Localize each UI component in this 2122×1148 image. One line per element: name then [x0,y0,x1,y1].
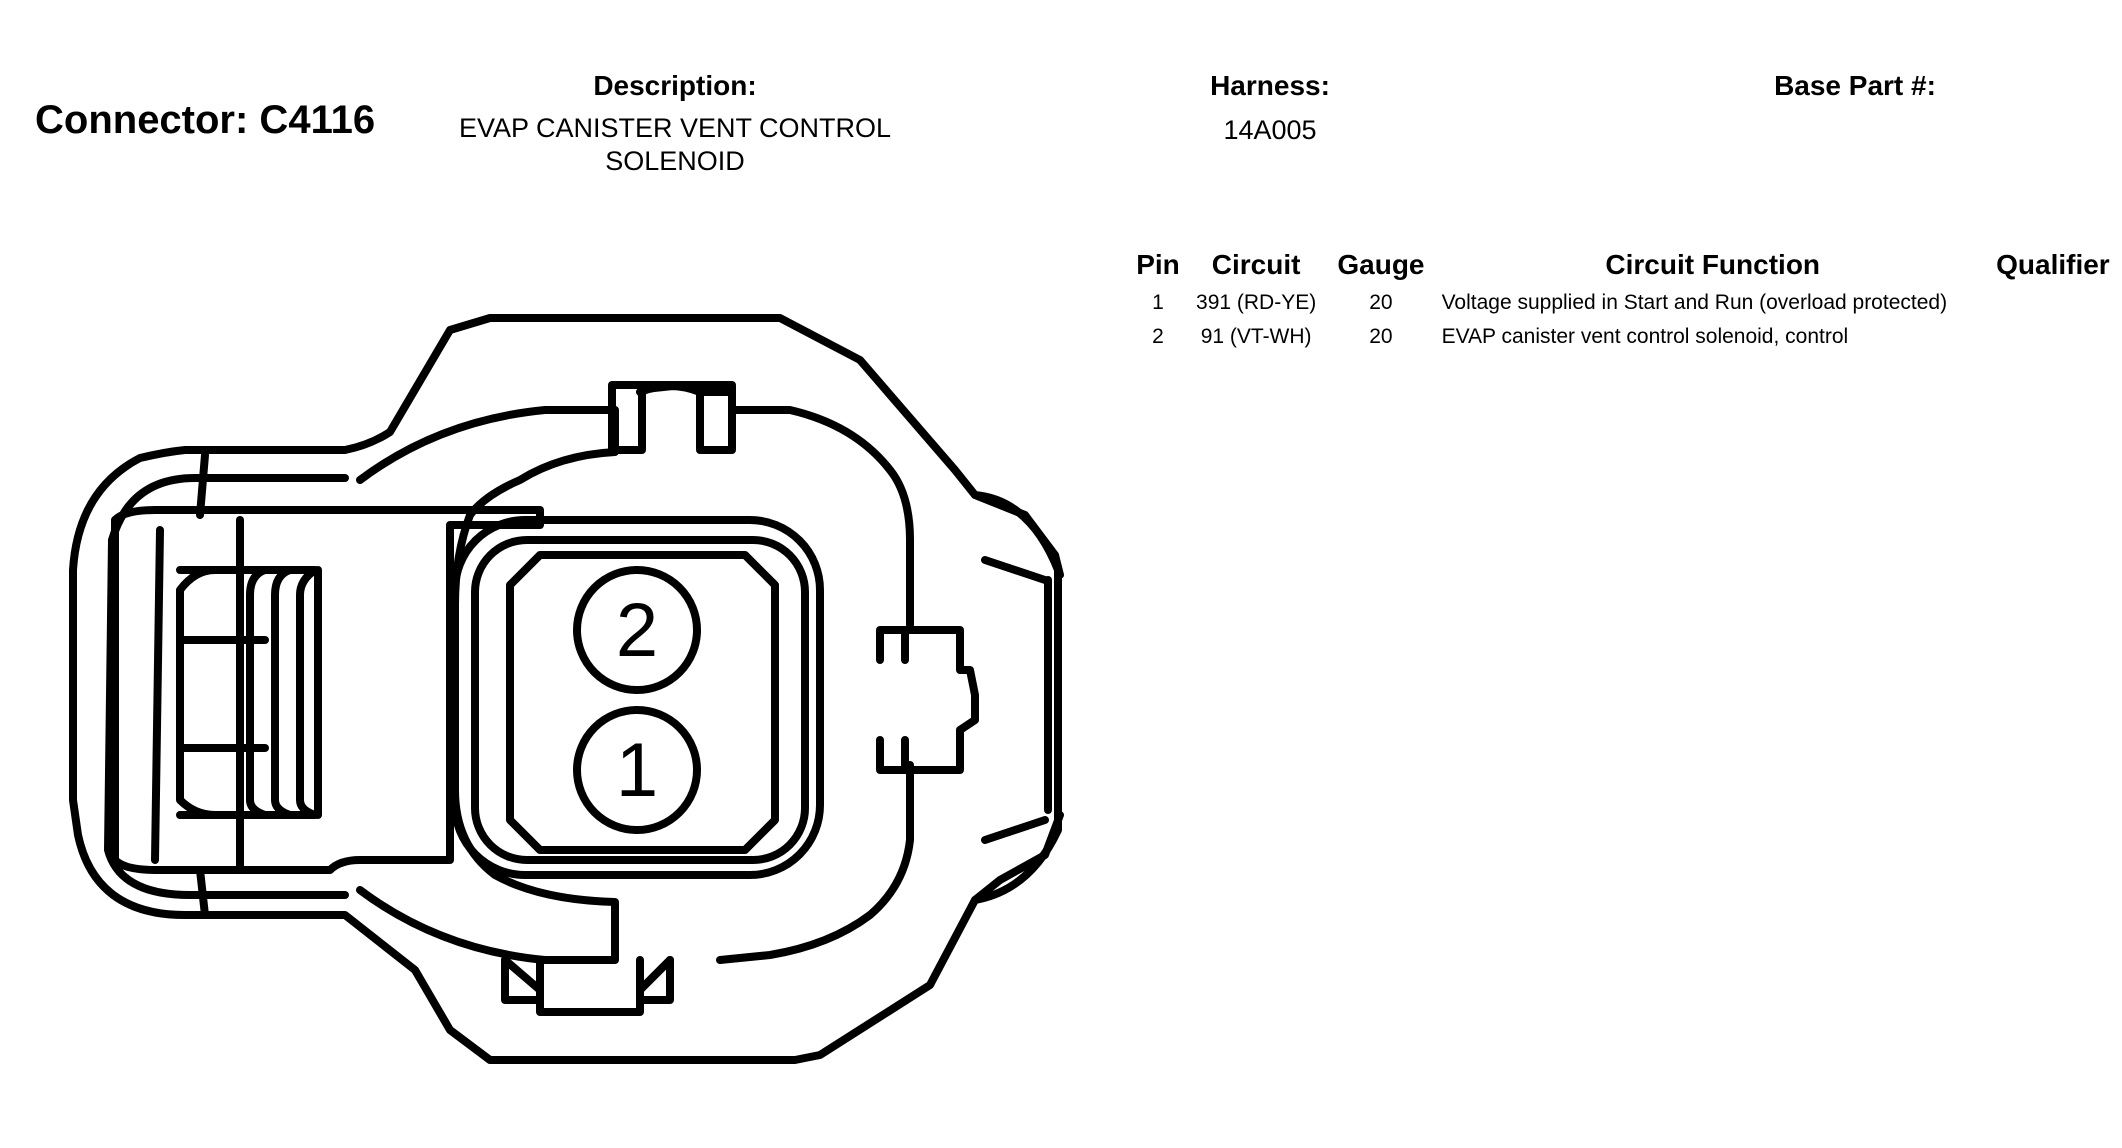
base-part-label: Base Part #: [1774,70,1936,101]
harness-value: 14A005 [1223,115,1317,145]
top-keyway [608,381,736,454]
cell-pin: 2 [1152,325,1164,348]
housing-right-bracket-top [981,556,1049,584]
column-header-pin: Pin [1136,249,1180,280]
table-row: 2 91 (VT-WH) 20 EVAP canister vent contr… [1130,320,2122,354]
table-row: 1 391 (RD-YE) 20 Voltage supplied in Sta… [1130,286,2122,320]
connector-title: Connector: C4116 [35,98,376,142]
bottom-keyway-slant-left [501,956,544,994]
pin-2-label: 2 [616,588,658,673]
cell-function: EVAP canister vent control solenoid, con… [1441,325,1849,348]
pin-1-circle [573,706,701,834]
pin-table-header: Pin Circuit Gauge Circuit Function Quali… [1130,244,2122,286]
left-lever-flange [196,451,209,919]
column-header-qualifier: Qualifier [1996,249,2110,280]
description-label: Description: [593,70,757,101]
description-line-1: EVAP CANISTER VENT CONTROL [458,113,892,143]
top-keyway-rib [636,382,704,396]
cell-circuit: 91 (VT-WH) [1200,325,1312,348]
cavity-octagon [506,551,779,854]
pin-table: Pin Circuit Gauge Circuit Function Quali… [1130,244,2122,354]
cell-pin: 1 [1152,291,1164,314]
cavity-housing-middle [471,536,809,864]
left-lever-detail-mid-1 [236,566,269,819]
left-body-inner [151,526,164,864]
housing-right-latch [971,491,1062,904]
cell-function: Voltage supplied in Start and Run (overl… [1441,291,1948,314]
bottom-keyway-slant-right [636,956,674,994]
left-lever-detail-outer [211,566,319,819]
pin-2-circle [573,566,701,694]
housing-left-inner [104,474,349,899]
right-latch-tab [876,626,979,774]
cavity-housing-outer [451,516,824,879]
column-header-gauge: Gauge [1337,249,1425,280]
left-lever-detail [176,566,219,819]
cell-gauge: 20 [1369,291,1393,314]
housing-inner-shroud-right [716,406,914,964]
description-value: EVAP CANISTER VENT CONTROL SOLENOID [405,112,945,178]
column-header-circuit-function: Circuit Function [1605,249,1821,280]
bottom-keyway-floor [536,996,644,1016]
description-line-2: SOLENOID [605,146,745,176]
cell-circuit: 391 (RD-YE) [1196,291,1317,314]
housing-right-bracket-bottom [981,816,1049,844]
pin-1-label: 1 [616,728,658,813]
harness-label: Harness: [1210,70,1330,101]
left-lever-detail-mid-2 [261,566,294,819]
left-body-frame [111,506,544,874]
cell-gauge: 20 [1369,325,1393,348]
column-header-circuit: Circuit [1211,249,1301,280]
bottom-keyway [501,956,674,1004]
housing-outer-outline [69,314,1064,1064]
